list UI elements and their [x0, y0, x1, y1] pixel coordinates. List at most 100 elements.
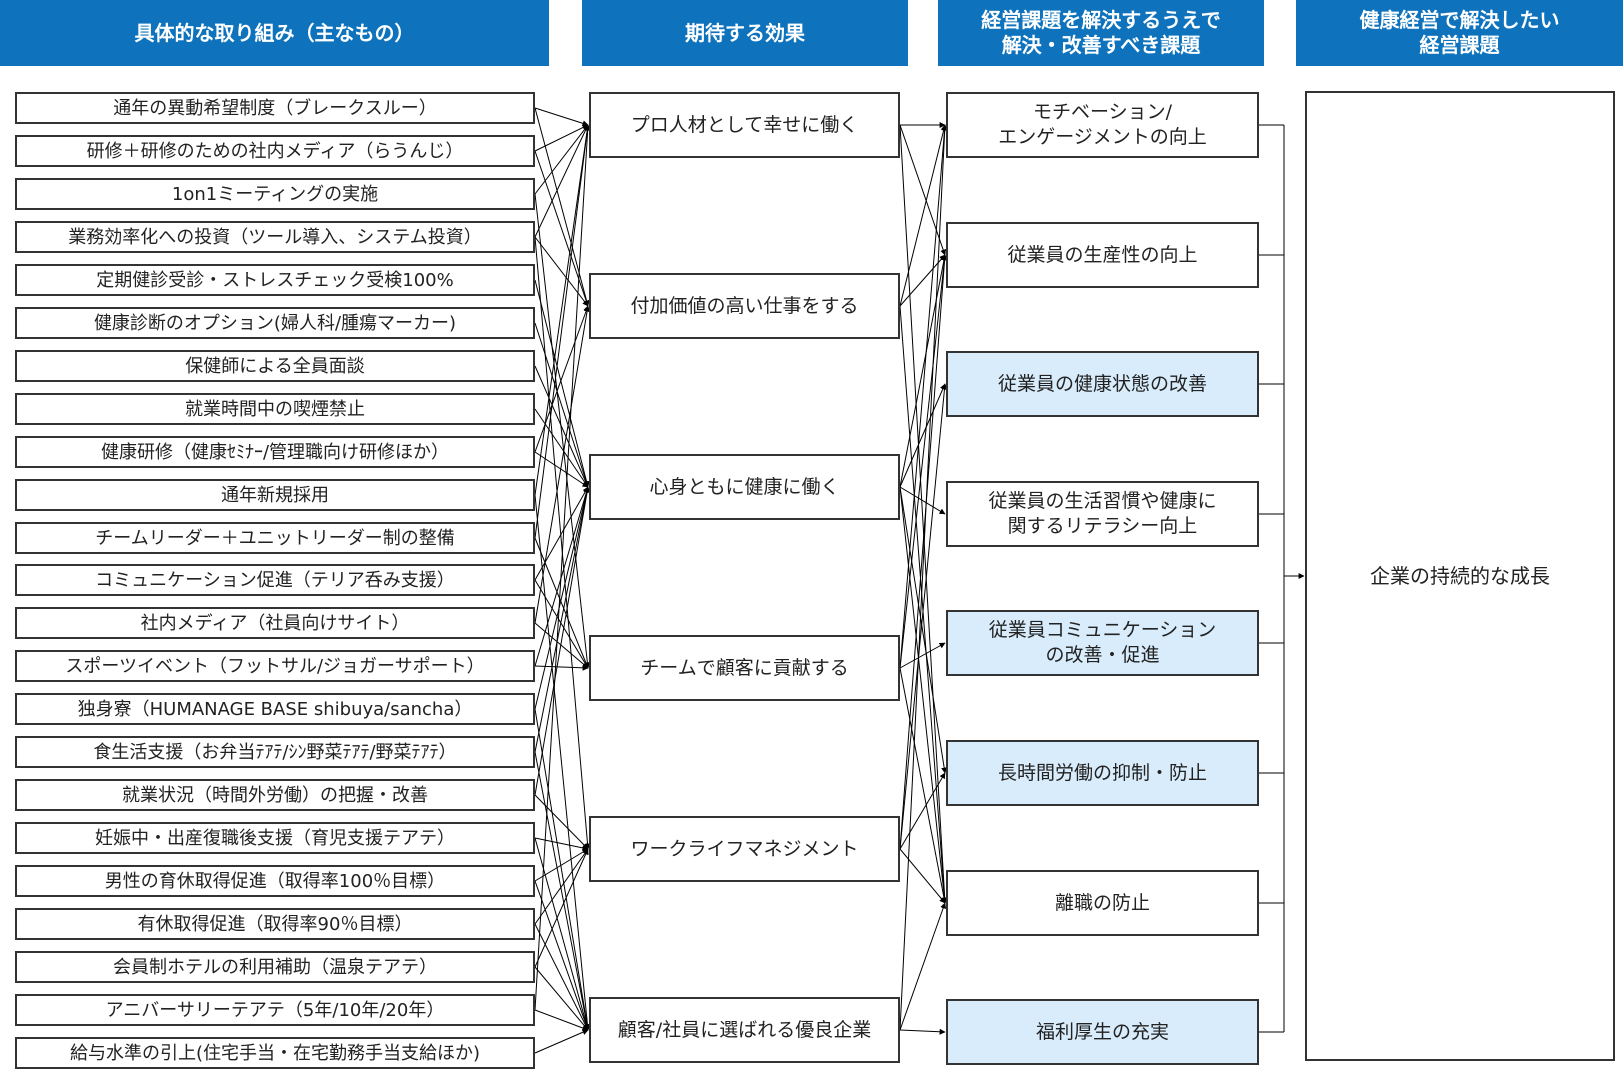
effect-issue-arrow [899, 667, 947, 904]
initiative-effect-arrow [534, 966, 589, 1031]
initiative-box: 健康研修（健康ｾﾐﾅｰ/管理職向け研修ほか） [15, 436, 535, 468]
initiative-effect-arrow [534, 408, 589, 488]
initiative-effect-arrow [534, 236, 591, 850]
issue-box: 長時間労働の抑制・防止 [946, 740, 1259, 806]
effect-issue-arrow [899, 642, 946, 669]
initiative-box: 健康診断のオプション(婦人科/腫瘍マーカー) [15, 307, 535, 339]
initiative-effect-arrow [534, 451, 589, 488]
initiative-box: 業務効率化への投資（ツール導入、システム投資） [15, 221, 535, 253]
effect-box: 顧客/社員に選ばれる優良企業 [589, 997, 900, 1063]
initiative-box: 有休取得促進（取得率90％目標） [15, 908, 535, 940]
effect-issue-arrow [899, 1028, 946, 1035]
effect-issue-arrow [899, 254, 946, 307]
initiative-effect-arrow [534, 279, 590, 488]
initiative-effect-arrow [534, 365, 589, 488]
initiative-effect-arrow [534, 486, 591, 796]
initiative-box: チームリーダー＋ユニットリーダー制の整備 [15, 522, 535, 554]
initiative-box: 定期健診受診・ストレスチェック受検100% [15, 264, 535, 296]
initiative-box: 通年の異動希望制度（ブレークスルー） [15, 92, 535, 124]
initiative-box: 食生活支援（お弁当ﾃｱﾃ/ｼﾝ野菜ﾃｱﾃ/野菜ﾃｱﾃ） [15, 736, 535, 768]
header-initiatives: 具体的な取り組み（主なもの） [0, 0, 549, 66]
effect-issue-arrow [899, 383, 948, 850]
initiative-effect-arrow [534, 1009, 589, 1031]
initiative-effect-arrow [534, 794, 589, 850]
initiative-box: アニバーサリーテアテ（5年/10年/20年） [15, 994, 535, 1026]
initiative-effect-arrow [534, 124, 589, 152]
initiative-effect-arrow [534, 486, 590, 710]
issue-box: 福利厚生の充実 [946, 999, 1259, 1065]
issue-box: モチベーション/ エンゲージメントの向上 [946, 92, 1259, 158]
effect-issue-arrow [899, 486, 946, 515]
initiative-box: 独身寮（HUMANAGE BASE shibuya/sancha） [15, 693, 535, 725]
effect-issue-arrow [899, 124, 948, 669]
initiative-effect-arrow [534, 751, 590, 1031]
initiative-effect-arrow [534, 848, 589, 968]
initiative-effect-arrow [534, 537, 589, 669]
initiative-effect-arrow [534, 494, 591, 1031]
issue-box: 従業員コミュニケーション の改善・促進 [946, 610, 1259, 676]
initiative-effect-arrow [534, 322, 590, 488]
initiative-effect-arrow [534, 622, 589, 669]
initiative-effect-arrow [534, 1029, 589, 1054]
effect-box: チームで顧客に貢献する [589, 635, 900, 701]
initiative-effect-arrow [534, 486, 590, 753]
initiative-box: 社内メディア（社員向けサイト） [15, 607, 535, 639]
initiative-effect-arrow [534, 124, 591, 539]
initiative-box: 妊娠中・出産復職後支援（育児支援テアテ） [15, 822, 535, 854]
header-issues: 経営課題を解決するうえで 解決・改善すべき課題 [938, 0, 1264, 66]
effect-issue-arrow [899, 902, 947, 1031]
header-goal: 健康経営で解決したい 経営課題 [1296, 0, 1623, 66]
initiative-effect-arrow [534, 923, 589, 1031]
effect-issue-arrow [899, 486, 948, 774]
issue-box: 離職の防止 [946, 870, 1259, 936]
initiative-box: 就業時間中の喫煙禁止 [15, 393, 535, 425]
effect-issue-arrow [899, 383, 946, 488]
effect-issue-arrow [899, 124, 947, 256]
initiative-effect-arrow [534, 236, 589, 307]
effect-issue-arrow [899, 305, 948, 904]
initiative-box: 給与水準の引上(住宅手当・在宅勤務手当支給ほか) [15, 1037, 535, 1069]
initiative-box: 会員制ホテルの利用補助（温泉テアテ） [15, 951, 535, 983]
effect-box: 付加価値の高い仕事をする [589, 273, 900, 339]
initiative-box: 1on1ミーティングの実施 [15, 178, 535, 210]
issue-box: 従業員の健康状態の改善 [946, 351, 1259, 417]
effect-issue-arrow [899, 848, 946, 904]
initiative-box: 保健師による全員面談 [15, 350, 535, 382]
initiative-effect-arrow [534, 837, 589, 851]
initiative-effect-arrow [534, 579, 589, 669]
initiative-effect-arrow [534, 124, 591, 496]
initiative-effect-arrow [534, 124, 589, 238]
header-effects: 期待する効果 [582, 0, 908, 66]
effect-issue-arrow [899, 254, 948, 850]
initiative-effect-arrow [534, 124, 591, 1011]
initiative-box: 通年新規採用 [15, 479, 535, 511]
initiative-box: 男性の育休取得促進（取得率100％目標） [15, 865, 535, 897]
initiative-effect-arrow [534, 305, 589, 453]
initiative-box: 研修＋研修のための社内メディア（らうんじ） [15, 135, 535, 167]
effect-box: ワークライフマネジメント [589, 816, 900, 882]
initiative-box: 就業状況（時間外労働）の把握・改善 [15, 779, 535, 811]
effect-issue-arrow [899, 772, 946, 850]
initiative-effect-arrow [534, 880, 590, 1031]
issue-box: 従業員の生活習慣や健康に 関するリテラシー向上 [946, 481, 1259, 547]
effect-box: プロ人材として幸せに働く [589, 92, 900, 158]
initiative-effect-arrow [534, 124, 589, 195]
initiative-effect-arrow [534, 664, 589, 671]
effect-issue-arrow [899, 124, 948, 904]
initiative-effect-arrow [534, 150, 590, 307]
goal-box: 企業の持続的な成長 [1305, 91, 1615, 1061]
initiative-effect-arrow [534, 193, 591, 669]
initiative-effect-arrow [534, 486, 590, 667]
initiative-effect-arrow [534, 848, 589, 925]
effect-issue-arrow [899, 254, 948, 669]
effect-issue-arrow [899, 124, 948, 1031]
effect-issue-arrow [899, 124, 947, 307]
initiative-effect-arrow [534, 305, 591, 624]
initiative-effect-arrow [534, 107, 589, 127]
effect-issue-arrow [899, 486, 948, 904]
initiative-effect-arrow [534, 848, 589, 882]
initiative-effect-arrow [534, 708, 591, 1031]
initiative-box: コミュニケーション促進（テリア呑み支援） [15, 564, 535, 596]
effect-issue-arrow [899, 254, 947, 488]
